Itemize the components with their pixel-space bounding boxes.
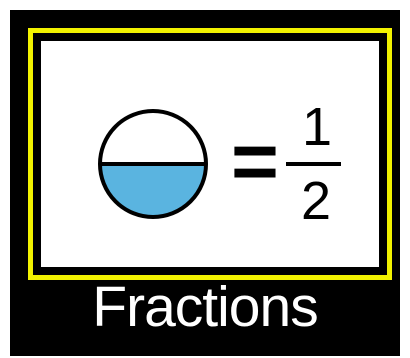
yellow-border-frame: = 1 2 <box>28 28 392 280</box>
half-circle-icon <box>98 109 208 219</box>
fraction-equation: = 1 2 <box>98 97 341 231</box>
black-background-frame: = 1 2 <box>10 10 400 356</box>
circle-outline <box>98 109 208 219</box>
fraction-denominator: 2 <box>301 171 331 231</box>
circle-fill-region <box>100 164 206 217</box>
white-content-panel: = 1 2 <box>41 41 379 267</box>
equals-sign: = <box>231 116 279 207</box>
title-text: Fractions <box>92 275 318 339</box>
fraction-numerator: 1 <box>302 97 332 157</box>
